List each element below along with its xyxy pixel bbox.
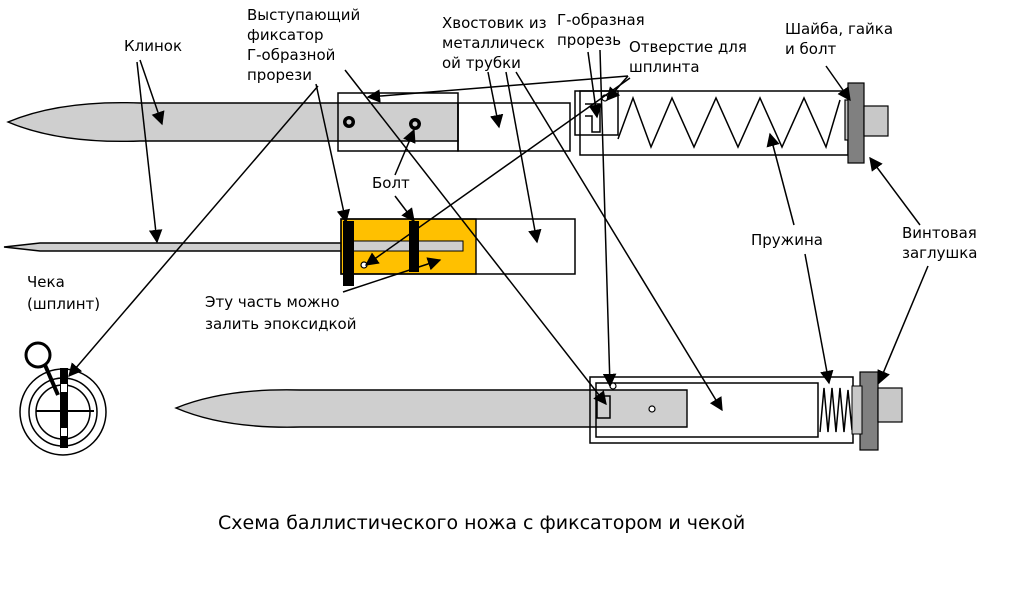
top-spring bbox=[617, 95, 841, 150]
label-fiksator: Выступающий фиксатор Г-образной прорези bbox=[247, 6, 365, 84]
bottom-spring bbox=[819, 387, 853, 433]
label-g-prorez: Г-образная прорезь bbox=[557, 11, 649, 49]
bottom-screw-cap bbox=[859, 371, 879, 451]
label-khvostovik: Хвостовик из металлическ ой трубки bbox=[442, 14, 551, 72]
label-zaglushka: Винтовая заглушка bbox=[902, 224, 982, 262]
bottom-assembly bbox=[174, 371, 903, 451]
middle-tube bbox=[340, 218, 576, 275]
label-epoxy: Эту часть можно залить эпоксидкой bbox=[205, 293, 356, 333]
bottom-tube-inner bbox=[595, 382, 819, 438]
bottom-blade bbox=[174, 389, 688, 428]
label-prujina: Пружина bbox=[751, 231, 823, 249]
cotter-pin-cross-section bbox=[19, 341, 107, 456]
label-cheka: Чека (шплинт) bbox=[27, 273, 100, 313]
top-screw-cap bbox=[847, 82, 865, 164]
middle-blade-tang bbox=[344, 240, 464, 252]
middle-assembly bbox=[3, 218, 576, 286]
middle-bolt bbox=[409, 221, 419, 272]
leader-arrows bbox=[68, 49, 929, 412]
middle-pin-1 bbox=[343, 221, 354, 286]
label-bolt: Болт bbox=[372, 174, 410, 192]
diagram-caption: Схема баллистического ножа с фиксатором … bbox=[218, 512, 745, 534]
label-shaiba: Шайба, гайка и болт bbox=[785, 20, 898, 58]
cotter-ring bbox=[24, 341, 52, 369]
label-klinok: Клинок bbox=[124, 37, 182, 55]
top-assembly bbox=[6, 82, 889, 164]
top-blade bbox=[6, 101, 459, 143]
cotter-pin-body bbox=[60, 368, 68, 448]
top-spring-tube bbox=[579, 90, 849, 156]
label-otverstie: Отверстие для шплинта bbox=[629, 38, 752, 76]
top-tail-tube bbox=[457, 102, 571, 152]
middle-blade bbox=[3, 242, 346, 252]
